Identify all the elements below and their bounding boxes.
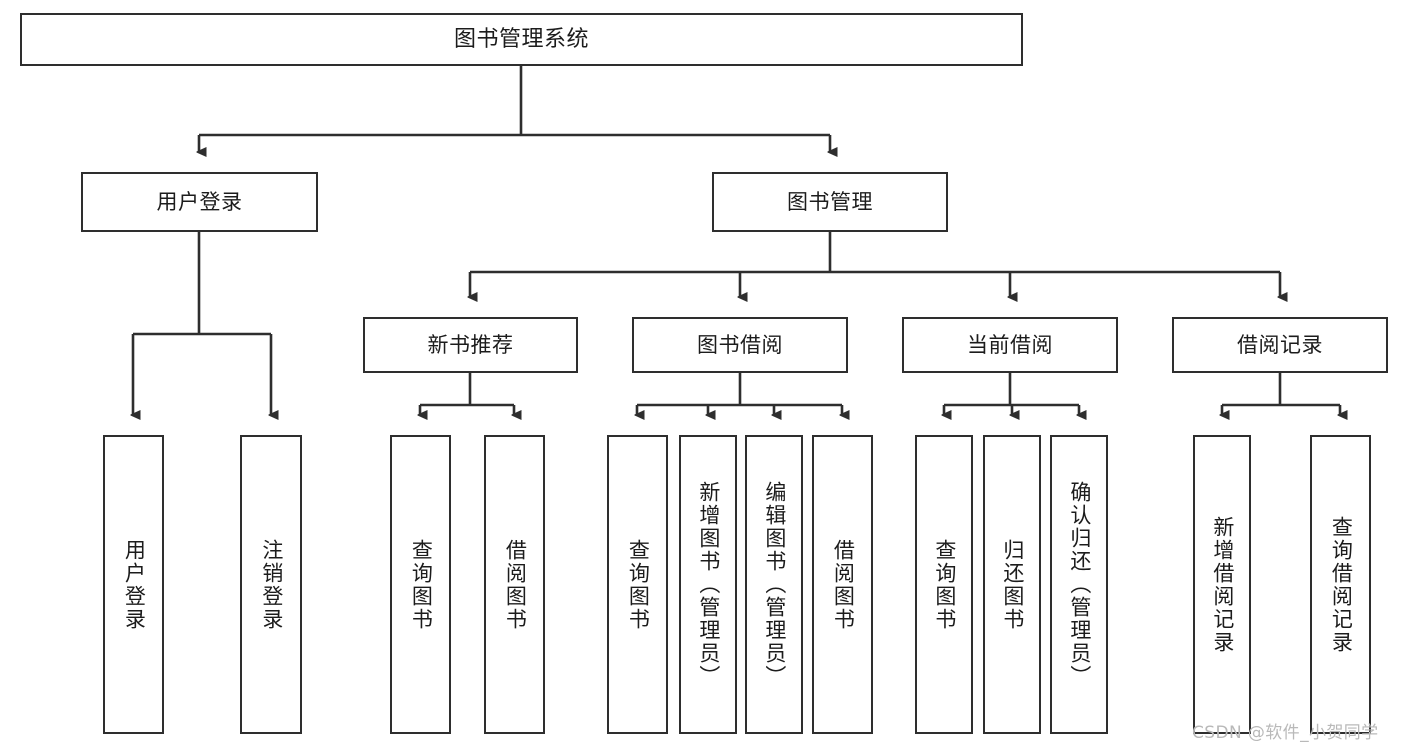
leaf-logout[interactable]: 注销登录 — [240, 435, 302, 734]
leaf-add-book-admin-label: 新增图书（管理员） — [696, 481, 721, 688]
leaf-borrow-books[interactable]: 借阅图书 — [812, 435, 873, 734]
leaf-user-login-label: 用户登录 — [122, 538, 147, 631]
node-borrow-records[interactable]: 借阅记录 — [1172, 317, 1388, 373]
node-current-borrow[interactable]: 当前借阅 — [902, 317, 1118, 373]
leaf-query-books-new-label: 查询图书 — [409, 538, 434, 631]
node-new-book-recommend-label: 新书推荐 — [427, 332, 514, 357]
leaf-query-books-current[interactable]: 查询图书 — [915, 435, 973, 734]
node-user-login[interactable]: 用户登录 — [81, 172, 318, 232]
leaf-query-borrow-record[interactable]: 查询借阅记录 — [1310, 435, 1371, 734]
node-book-management-label: 图书管理 — [787, 189, 873, 214]
node-root[interactable]: 图书管理系统 — [20, 13, 1023, 66]
leaf-add-book-admin[interactable]: 新增图书（管理员） — [679, 435, 737, 734]
leaf-return-books-label: 归还图书 — [1000, 538, 1025, 631]
leaf-return-books[interactable]: 归还图书 — [983, 435, 1041, 734]
node-book-borrow[interactable]: 图书借阅 — [632, 317, 848, 373]
leaf-confirm-return-admin[interactable]: 确认归还（管理员） — [1050, 435, 1108, 734]
leaf-query-books[interactable]: 查询图书 — [607, 435, 668, 734]
leaf-query-books-current-label: 查询图书 — [932, 538, 957, 631]
node-book-borrow-label: 图书借阅 — [697, 332, 783, 357]
leaf-borrow-books-label: 借阅图书 — [831, 538, 856, 631]
leaf-query-borrow-record-label: 查询借阅记录 — [1329, 515, 1354, 654]
node-root-label: 图书管理系统 — [453, 26, 589, 52]
node-user-login-label: 用户登录 — [156, 189, 243, 214]
leaf-add-borrow-record-label: 新增借阅记录 — [1210, 515, 1235, 654]
leaf-borrow-books-new-label: 借阅图书 — [503, 538, 528, 631]
watermark: CSDN @软件_小贺同学 — [1192, 723, 1379, 743]
leaf-borrow-books-new[interactable]: 借阅图书 — [484, 435, 545, 734]
leaf-add-borrow-record[interactable]: 新增借阅记录 — [1193, 435, 1251, 734]
leaf-confirm-return-admin-label: 确认归还（管理员） — [1067, 481, 1092, 688]
leaf-edit-book-admin-label: 编辑图书（管理员） — [762, 481, 787, 688]
node-borrow-records-label: 借阅记录 — [1237, 332, 1323, 357]
leaf-edit-book-admin[interactable]: 编辑图书（管理员） — [745, 435, 803, 734]
node-current-borrow-label: 当前借阅 — [967, 332, 1053, 357]
node-book-management[interactable]: 图书管理 — [712, 172, 948, 232]
leaf-user-login[interactable]: 用户登录 — [103, 435, 164, 734]
node-new-book-recommend[interactable]: 新书推荐 — [363, 317, 578, 373]
leaf-logout-label: 注销登录 — [259, 538, 284, 631]
leaf-query-books-label: 查询图书 — [626, 538, 651, 631]
leaf-query-books-new[interactable]: 查询图书 — [390, 435, 451, 734]
